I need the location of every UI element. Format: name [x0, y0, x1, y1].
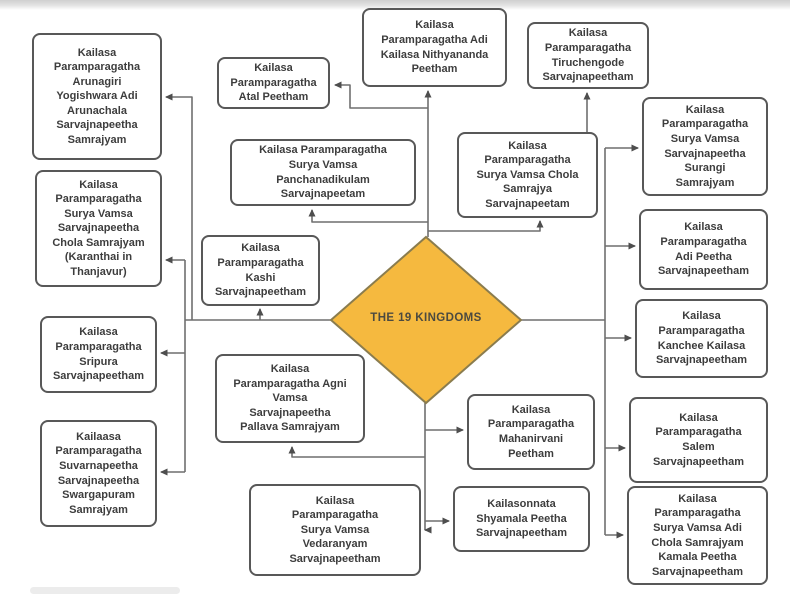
horizontal-scrollbar-thumb[interactable] [30, 587, 180, 594]
connector-panchanadikulam [308, 209, 428, 223]
node-label: Kailasa Paramparagatha Kanchee Kailasa S… [655, 310, 748, 367]
node-kanchee-kailasa[interactable]: Kailasa Paramparagatha Kanchee Kailasa S… [635, 299, 768, 378]
node-tiruchengode[interactable]: Kailasa Paramparagatha Tiruchengode Sarv… [527, 22, 649, 89]
node-label: Kailasa Paramparagatha Surya Vamsa Adi C… [651, 492, 744, 578]
connector-atal [334, 81, 428, 109]
node-label: Kailasa Paramparagatha Surya Vamsa Vedar… [289, 494, 381, 565]
node-label: Kailasa Paramparagatha Mahanirvani Peeth… [487, 403, 575, 460]
node-swargapuram[interactable]: Kailaasa Paramparagatha Suvarnapeetha Sa… [40, 420, 157, 527]
node-adi-kailasa-nithyananda[interactable]: Kailasa Paramparagatha Adi Kailasa Nithy… [362, 8, 507, 87]
node-surya-vamsa-chola[interactable]: Kailasa Paramparagatha Surya Vamsa Chola… [457, 132, 598, 218]
connector-surya-vamsa-chola [428, 220, 544, 232]
node-vedaranyam[interactable]: Kailasa Paramparagatha Surya Vamsa Vedar… [249, 484, 421, 576]
node-label: Kailasa Paramparagatha Kashi Sarvajnapee… [214, 242, 307, 299]
node-kashi[interactable]: Kailasa Paramparagatha Kashi Sarvajnapee… [201, 235, 320, 306]
node-label: Kailasa Paramparagatha Arunagiri Yogishw… [53, 46, 141, 146]
node-surangi[interactable]: Kailasa Paramparagatha Surya Vamsa Sarva… [642, 97, 768, 196]
node-chola-karanthai[interactable]: Kailasa Paramparagatha Surya Vamsa Sarva… [35, 170, 162, 287]
node-mahanirvani[interactable]: Kailasa Paramparagatha Mahanirvani Peeth… [467, 394, 595, 470]
node-label: Kailasa Paramparagatha Adi Kailasa Nithy… [380, 19, 489, 76]
node-label: Kailasa Paramparagatha Salem Sarvajnapee… [652, 411, 745, 468]
node-label: Kailasa Paramparagatha Surya Vamsa Chola… [476, 139, 579, 210]
node-kamala-peetha[interactable]: Kailasa Paramparagatha Surya Vamsa Adi C… [627, 486, 768, 585]
node-arunachala-samrajyam[interactable]: Kailasa Paramparagatha Arunagiri Yogishw… [32, 33, 162, 160]
node-label: Kailasa Paramparagatha Surya Vamsa Sarva… [52, 178, 145, 278]
node-atal-peetham[interactable]: Kailasa Paramparagatha Atal Peetham [217, 57, 330, 109]
node-agni-vamsa-pallava[interactable]: Kailasa Paramparagatha Agni Vamsa Sarvaj… [215, 354, 365, 443]
node-sripura[interactable]: Kailasa Paramparagatha Sripura Sarvajnap… [40, 316, 157, 393]
node-label: Kailasa Paramparagatha Tiruchengode Sarv… [542, 27, 634, 84]
node-label: Kailasonnata Shyamala Peetha Sarvajnapee… [475, 498, 568, 540]
node-label: Kailasa Paramparagatha Adi Peetha Sarvaj… [657, 221, 750, 278]
node-kailasonnata-shyamala[interactable]: Kailasonnata Shyamala Peetha Sarvajnapee… [453, 486, 590, 552]
node-label: Kailaasa Paramparagatha Suvarnapeetha Sa… [55, 430, 142, 516]
connectors [160, 81, 639, 539]
connector-agni-pallava [288, 446, 425, 458]
top-edge-shadow [0, 0, 790, 10]
node-label: Kailasa Paramparagatha Surya Vamsa Panch… [259, 144, 387, 201]
node-adi-peetha[interactable]: Kailasa Paramparagatha Adi Peetha Sarvaj… [639, 209, 768, 290]
node-label: Kailasa Paramparagatha Atal Peetham [230, 62, 317, 104]
node-label: Kailasa Paramparagatha Surya Vamsa Sarva… [661, 103, 749, 189]
node-label: Kailasa Paramparagatha Sripura Sarvajnap… [52, 326, 145, 383]
center-diamond[interactable] [329, 235, 523, 405]
node-panchanadikulam[interactable]: Kailasa Paramparagatha Surya Vamsa Panch… [230, 139, 416, 206]
connector-arunachala [165, 93, 193, 320]
node-salem[interactable]: Kailasa Paramparagatha Salem Sarvajnapee… [629, 397, 768, 483]
node-label: Kailasa Paramparagatha Agni Vamsa Sarvaj… [233, 363, 347, 434]
